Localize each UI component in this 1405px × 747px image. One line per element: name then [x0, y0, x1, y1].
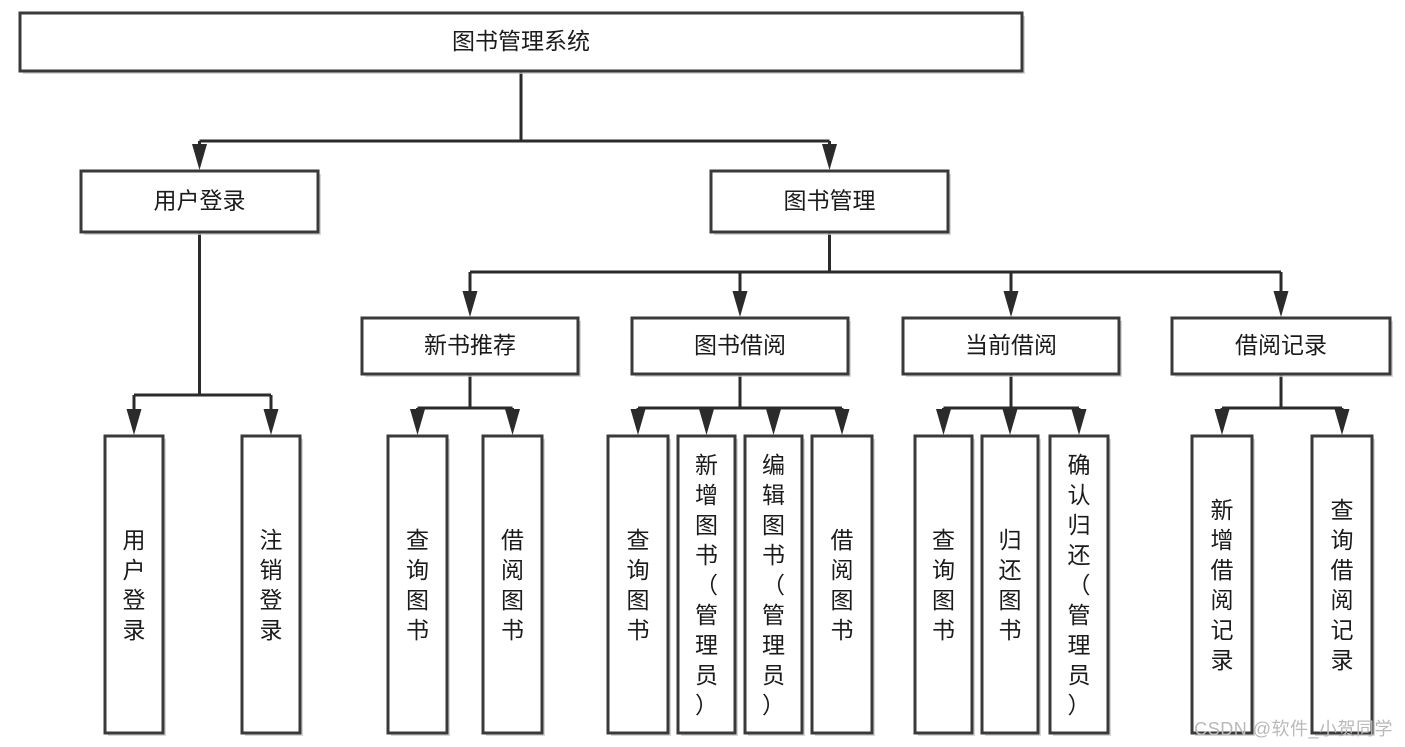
node-box[interactable] [386, 434, 449, 735]
connector-borrowrecord-to-leaves [1214, 374, 1350, 435]
node-leaf-edit-book-admin[interactable]: 编辑图书（管理员） [743, 434, 805, 736]
node-box[interactable] [1310, 434, 1374, 735]
node-box[interactable] [913, 434, 974, 735]
node-label: 编辑图书（管理员） [762, 452, 785, 718]
node-box[interactable] [1170, 316, 1392, 376]
connector-userlogin-to-leaves [126, 232, 279, 435]
node-leaf-query-book-3[interactable]: 查询图书 [913, 434, 975, 736]
node-leaf-user-logout[interactable]: 注销登录 [240, 434, 303, 736]
node-label: 查询图书 [406, 527, 429, 643]
node-leaf-user-login[interactable]: 用户登录 [103, 434, 166, 736]
node-label: 新增借阅记录 [1211, 497, 1234, 673]
node-label: 用户登录 [123, 527, 146, 643]
node-layer: 图书管理系统用户登录图书管理新书推荐图书借阅当前借阅借阅记录用户登录注销登录查询… [18, 11, 1393, 736]
node-leaf-add-borrow-record[interactable]: 新增借阅记录 [1190, 434, 1255, 736]
node-label: 查询图书 [932, 527, 955, 643]
node-borrow-record[interactable]: 借阅记录 [1170, 316, 1393, 377]
node-leaf-return-book[interactable]: 归还图书 [980, 434, 1041, 736]
node-box[interactable] [980, 434, 1040, 735]
node-label: 当前借阅 [965, 332, 1057, 358]
node-leaf-borrow-book-2[interactable]: 借阅图书 [810, 434, 875, 736]
connector-bookborrow-to-leaves [630, 374, 850, 435]
node-label: 注销登录 [260, 527, 283, 643]
node-leaf-add-book-admin[interactable]: 新增图书（管理员） [676, 434, 738, 736]
node-new-book-recommend[interactable]: 新书推荐 [360, 316, 581, 377]
node-label: 借阅记录 [1235, 332, 1327, 358]
connector-currentborrow-to-leaves [936, 374, 1087, 435]
node-box[interactable] [676, 434, 737, 735]
node-label: 借阅图书 [501, 527, 524, 643]
node-leaf-borrow-book-1[interactable]: 借阅图书 [481, 434, 545, 736]
node-label: 归还图书 [999, 527, 1022, 643]
node-box[interactable] [481, 434, 544, 735]
node-leaf-query-book-1[interactable]: 查询图书 [386, 434, 450, 736]
node-label: 新增图书（管理员） [695, 452, 718, 718]
node-label: 图书管理 [784, 188, 876, 214]
node-box[interactable] [810, 434, 874, 735]
node-book-manage[interactable]: 图书管理 [709, 169, 951, 235]
node-leaf-query-book-2[interactable]: 查询图书 [606, 434, 671, 736]
connector-newbook-to-leaves [410, 374, 520, 435]
node-label: 图书管理系统 [452, 28, 590, 54]
node-user-login[interactable]: 用户登录 [79, 169, 321, 235]
node-label: 借阅图书 [831, 527, 854, 643]
node-box[interactable] [630, 316, 850, 376]
node-box[interactable] [709, 169, 950, 234]
watermark-label: CSDN @软件_小贺同学 [1194, 719, 1393, 739]
node-leaf-query-borrow-record[interactable]: 查询借阅记录 [1310, 434, 1375, 736]
node-current-borrow[interactable]: 当前借阅 [901, 316, 1122, 377]
node-label: 用户登录 [154, 188, 246, 214]
node-book-borrow[interactable]: 图书借阅 [630, 316, 851, 377]
node-box[interactable] [103, 434, 165, 735]
node-label: 查询图书 [627, 527, 650, 643]
node-box[interactable] [901, 316, 1121, 376]
node-root[interactable]: 图书管理系统 [18, 11, 1025, 74]
connector-layer [126, 71, 1350, 435]
node-box[interactable] [18, 11, 1024, 73]
connector-root-to-level1 [192, 71, 837, 170]
node-box[interactable] [79, 169, 320, 234]
node-box[interactable] [360, 316, 580, 376]
node-leaf-confirm-return-admin[interactable]: 确认归还（管理员） [1048, 434, 1111, 736]
node-label: 确认归还（管理员） [1068, 452, 1091, 718]
node-box[interactable] [1190, 434, 1254, 735]
connector-bookmanage-to-level2 [462, 232, 1289, 317]
node-box[interactable] [606, 434, 670, 735]
node-label: 查询借阅记录 [1331, 497, 1354, 673]
node-box[interactable] [743, 434, 804, 735]
node-box[interactable] [1048, 434, 1110, 735]
node-label: 新书推荐 [424, 332, 516, 358]
node-label: 图书借阅 [694, 332, 786, 358]
node-box[interactable] [240, 434, 302, 735]
